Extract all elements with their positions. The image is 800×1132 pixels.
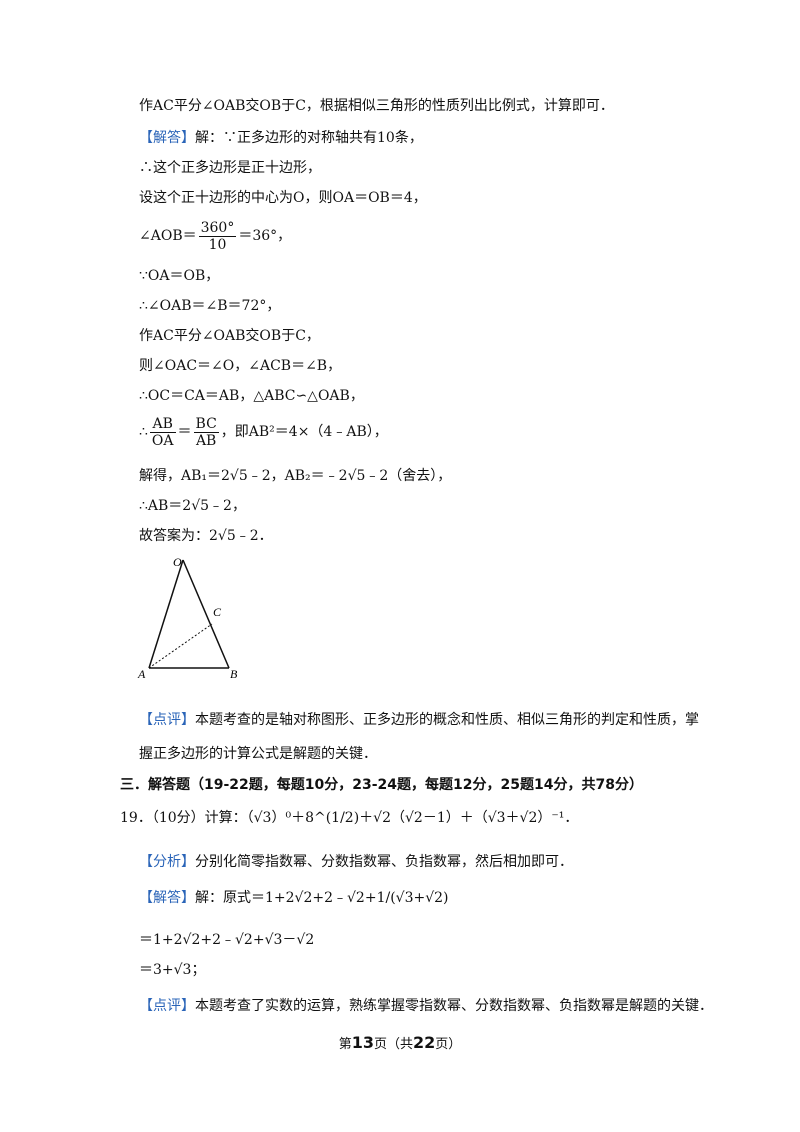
comment-text: 本题考查了实数的运算，熟练掌握零指数幂、分数指数幂、负指数幂是解题的关键． (195, 998, 713, 1014)
text: ＝36°， (238, 228, 292, 244)
label-o: O (173, 555, 182, 569)
comment-text: 本题考查的是轴对称图形、正多边形的概念和性质、相似三角形的判定和性质，掌 (195, 712, 699, 728)
text: ∴ (139, 424, 148, 440)
numerator: 360° (198, 219, 237, 237)
footer-text: 页（共 (373, 1037, 413, 1052)
text-line: ∴OC＝CA＝AB，△ABC∽△OAB， (139, 388, 364, 404)
answer-tag: 【解答】 (139, 130, 195, 146)
label-c: C (213, 605, 222, 619)
comment-line: 【点评】本题考查了实数的运算，熟练掌握零指数幂、分数指数幂、负指数幂是解题的关键… (139, 996, 713, 1016)
page-total: 22 (413, 1033, 436, 1052)
numerator: BC (193, 415, 219, 433)
text-line: 作AC平分∠OAB交OB于C，根据相似三角形的性质列出比例式，计算即可． (139, 98, 614, 114)
comment-line: 【点评】本题考查的是轴对称图形、正多边形的概念和性质、相似三角形的判定和性质，掌 (139, 710, 699, 730)
text: ＝ (177, 424, 192, 440)
answer-step: ＝1+2√2+2﹣√2+√3－√2 (139, 932, 315, 948)
denominator: 10 (208, 236, 227, 253)
numerator: AB (149, 416, 176, 433)
text-line: 则∠OAC＝∠O，∠ACB＝∠B， (139, 358, 342, 374)
triangle-figure: O C A B (137, 555, 238, 681)
comment-tag: 【点评】 (139, 712, 195, 728)
segment-ac (148, 623, 213, 669)
label-a: A (137, 667, 146, 681)
denominator: AB (195, 432, 217, 449)
text: ∠AOB＝ (139, 228, 197, 244)
answer-text: 解：∵正多边形的对称轴共有10条， (195, 130, 423, 146)
fraction-line: ∠AOB＝360°10＝36°， (139, 218, 291, 254)
text-line: 设这个正十边形的中心为O，则OA＝OB＝4， (139, 190, 427, 206)
text-line: ∵OA＝OB， (139, 268, 220, 284)
edge-oa (148, 559, 184, 669)
answer-step: 解：原式＝1+2√2+2﹣√2+1/(√3+√2) (195, 890, 449, 906)
text-line: 故答案为：2√5﹣2． (139, 528, 273, 544)
answer-line: 【解答】解：∵正多边形的对称轴共有10条， (139, 128, 423, 148)
text-line: ∴∠OAB＝∠B＝72°， (139, 298, 281, 314)
label-b: B (230, 667, 238, 681)
analysis-text: 分别化简零指数幂、分数指数幂、负指数幂，然后相加即可． (195, 854, 573, 870)
text: ，即AB²＝4×（4﹣AB）， (220, 424, 388, 440)
text-line: ∴AB＝2√5﹣2， (139, 498, 246, 514)
section-title: 三．解答题（19-22题，每题10分，23-24题，每题12分，25题14分，共… (120, 777, 643, 793)
denominator: OA (151, 432, 174, 449)
page-number: 13 (351, 1033, 374, 1052)
analysis-tag: 【分析】 (139, 854, 195, 870)
fraction: 360°10 (198, 219, 237, 253)
text-line: 作AC平分∠OAB交OB于C， (139, 328, 320, 344)
answer-line: 【解答】解：原式＝1+2√2+2﹣√2+1/(√3+√2) (139, 888, 449, 908)
answer-step: ＝3+√3； (139, 962, 206, 978)
edge-ob (182, 559, 230, 669)
comment-line: 握正多边形的计算公式是解题的关键． (139, 746, 377, 762)
page-footer: 第13页（共22页） (0, 1033, 800, 1052)
answer-tag: 【解答】 (139, 890, 195, 906)
footer-text: 页） (435, 1037, 462, 1052)
analysis-line: 【分析】分别化简零指数幂、分数指数幂、负指数幂，然后相加即可． (139, 852, 573, 872)
comment-tag: 【点评】 (139, 998, 195, 1014)
question-19: 19．（10分）计算：（√3）⁰＋8^(1/2)＋√2（√2－1）＋（√3＋√2… (120, 810, 579, 826)
footer-text: 第 (338, 1037, 352, 1052)
text-line: 解得，AB₁＝2√5﹣2，AB₂＝﹣2√5﹣2（舍去）， (139, 468, 452, 484)
text-line: ∴这个正多边形是正十边形， (139, 160, 321, 176)
